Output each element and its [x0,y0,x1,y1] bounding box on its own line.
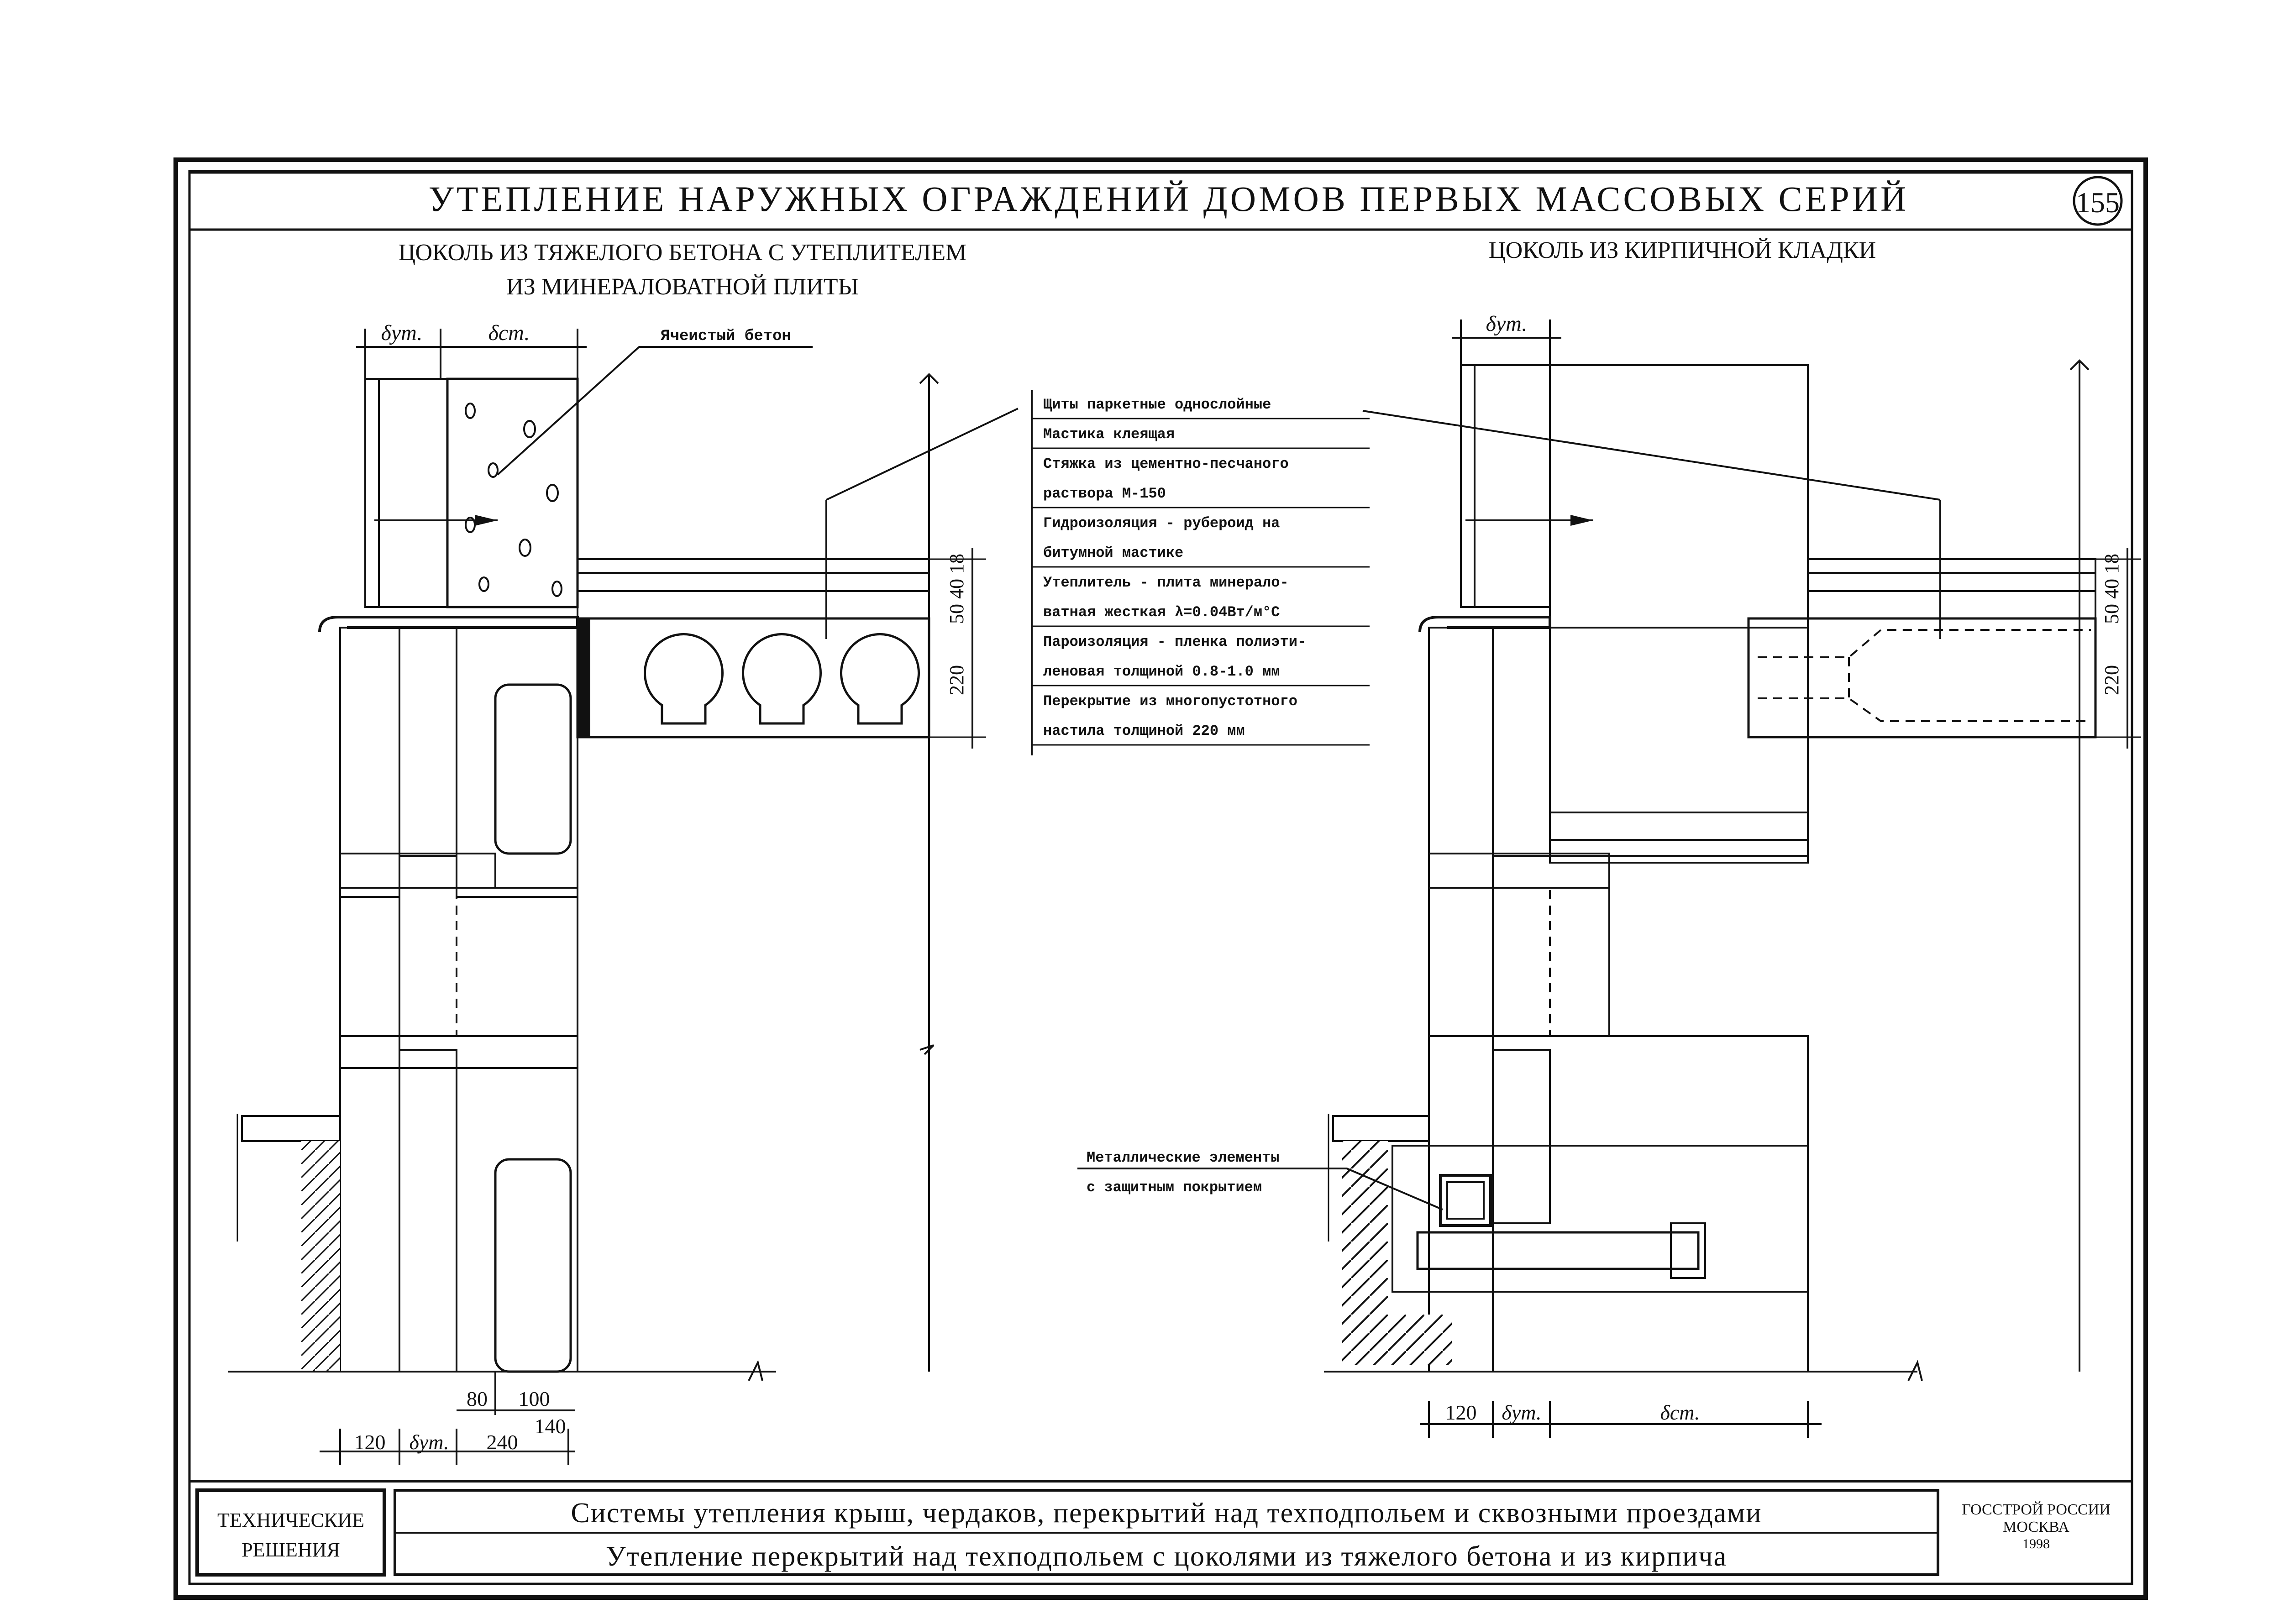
left-dim-bottom-ins: δут. [409,1430,449,1454]
sheet-title: УТЕПЛЕНИЕ НАРУЖНЫХ ОГРАЖДЕНИЙ ДОМОВ ПЕРВ… [429,179,1909,219]
legend-row: раствора М-150 [1043,485,1166,502]
legend-row: Гидроизоляция - рубероид на [1043,515,1280,532]
legend-row: битумной мастике [1043,545,1183,561]
category-line1: ТЕХНИЧЕСКИЕ [217,1509,364,1531]
left-detail-drawing: δут. δст. [228,321,986,1465]
right-dim-top-insulation: δут. [1486,312,1528,336]
org-line1: ГОССТРОЙ РОССИИ [1962,1501,2111,1518]
left-dim-bottom-80: 80 [467,1387,488,1410]
legend-row: Утеплитель - плита минерало- [1043,574,1289,591]
legend-row: Перекрытие из многопустотного [1043,693,1297,710]
sheet-subtitle: Утепление перекрытий над техподпольем с … [606,1541,1727,1572]
callout-metal-line1: Металлические элементы [1087,1149,1279,1166]
right-dim-bottom-wall: δст. [1660,1401,1700,1424]
legend-row: Пароизоляция - пленка полиэти- [1043,634,1306,650]
category-line2: РЕШЕНИЯ [242,1539,340,1561]
legend-row: Мастика клеящая [1043,426,1175,443]
left-dim-layer-18: 18 [945,554,968,574]
sheet-frame [173,157,2148,1600]
legend-row: настила толщиной 220 мм [1043,723,1245,739]
legend-row: леновая толщиной 0.8-1.0 мм [1043,663,1280,680]
callout-metal-line2: с защитным покрытием [1087,1179,1262,1196]
right-dim-slab: 220 [2100,665,2123,695]
left-dim-bottom-240: 240 [487,1430,518,1454]
left-dim-bottom-120: 120 [354,1430,386,1454]
left-dim-bottom-140: 140 [535,1414,566,1438]
left-detail-title-line1: ЦОКОЛЬ ИЗ ТЯЖЕЛОГО БЕТОНА С УТЕПЛИТЕЛЕМ [399,240,967,266]
left-dim-slab: 220 [945,665,968,695]
org-line2: МОСКВА [2003,1519,2069,1535]
legend-row: ватная жесткая λ=0.04Вт/м°С [1043,604,1280,621]
left-dim-layer-50: 50 [945,604,968,624]
right-dim-layer-18: 18 [2100,554,2123,574]
left-dim-bottom-100: 100 [519,1387,550,1410]
page-number-badge: 155 [2073,176,2123,226]
page-number: 155 [2076,186,2120,219]
right-dim-bottom-ins: δут. [1502,1401,1541,1424]
org-year: 1998 [2022,1536,2050,1551]
legend-row: Стяжка из цементно-песчаного [1043,456,1289,472]
right-detail-drawing: δут. [1077,312,2141,1438]
callout-aerated-concrete: Ячеистый бетон [661,328,791,345]
left-dim-layer-40: 40 [945,579,968,599]
title-block: ТЕХНИЧЕСКИЕ РЕШЕНИЯ Системы утепления кр… [189,1480,2132,1577]
left-dim-top-wall: δст. [488,321,530,345]
right-dim-layer-50: 50 [2100,604,2123,624]
system-title: Системы утепления крыш, чердаков, перекр… [571,1498,1762,1529]
right-dim-bottom-120: 120 [1445,1401,1477,1424]
right-dim-layer-40: 40 [2100,579,2123,599]
right-detail-title: ЦОКОЛЬ ИЗ КИРПИЧНОЙ КЛАДКИ [1489,237,1876,263]
legend-row: Щиты паркетные однослойные [1043,396,1271,413]
left-detail-title-line2: ИЗ МИНЕРАЛОВАТНОЙ ПЛИТЫ [506,274,859,300]
left-dim-top-insulation: δут. [381,321,423,345]
